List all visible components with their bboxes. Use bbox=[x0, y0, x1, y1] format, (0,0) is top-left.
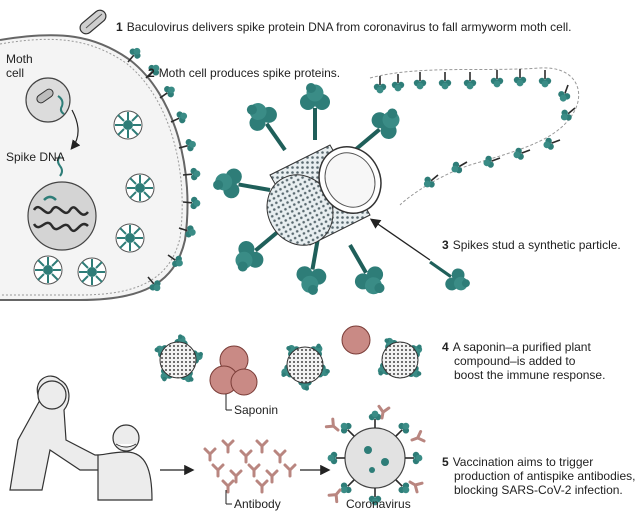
step-2-text: Moth cell produces spike proteins. bbox=[158, 66, 341, 80]
moth-cell-label: Moth cell bbox=[6, 52, 33, 80]
particle-with-saponin-icon bbox=[151, 332, 427, 392]
spike-dna-label: Spike DNA bbox=[6, 150, 65, 164]
step-5-line-1: Vaccination aims to trigger bbox=[452, 455, 594, 469]
step-1-number: 1 bbox=[116, 20, 123, 34]
secreted-spikes-chain-icon bbox=[369, 67, 580, 206]
step-4-line-1: A saponin–a purified plant bbox=[452, 340, 591, 354]
step-5-number: 5 bbox=[442, 455, 449, 469]
step-4-number: 4 bbox=[442, 340, 449, 354]
moth-cell-label-line-2: cell bbox=[6, 66, 25, 80]
moth-cell-label-line-1: Moth bbox=[6, 52, 33, 66]
antibody-label: Antibody bbox=[234, 497, 281, 511]
step-4-line-3: boost the immune response. bbox=[454, 368, 606, 382]
step-1-text: Baculovirus delivers spike protein DNA f… bbox=[126, 20, 572, 34]
antibodies-icon bbox=[203, 439, 297, 494]
endosome-icon bbox=[25, 77, 71, 123]
step-2-number: 2 bbox=[148, 66, 155, 80]
step-5-line-2: production of antispike antibodies, bbox=[454, 469, 636, 483]
saponin-icon bbox=[209, 325, 371, 396]
vaccination-people-icon bbox=[9, 375, 153, 501]
step-4-line-2: compound–is added to bbox=[454, 354, 576, 368]
step-3-text: Spikes stud a synthetic particle. bbox=[452, 238, 621, 252]
step-3-number: 3 bbox=[442, 238, 449, 252]
nucleus-icon bbox=[27, 181, 97, 251]
baculovirus-icon bbox=[79, 9, 107, 35]
spike-dna-strand-icon bbox=[57, 155, 63, 177]
coronavirus-icon bbox=[324, 404, 426, 507]
nanoparticle-icon bbox=[209, 81, 411, 304]
coronavirus-label: Coronavirus bbox=[346, 497, 411, 511]
step-5-line-3: blocking SARS-CoV-2 infection. bbox=[454, 483, 623, 497]
saponin-label: Saponin bbox=[234, 403, 279, 417]
